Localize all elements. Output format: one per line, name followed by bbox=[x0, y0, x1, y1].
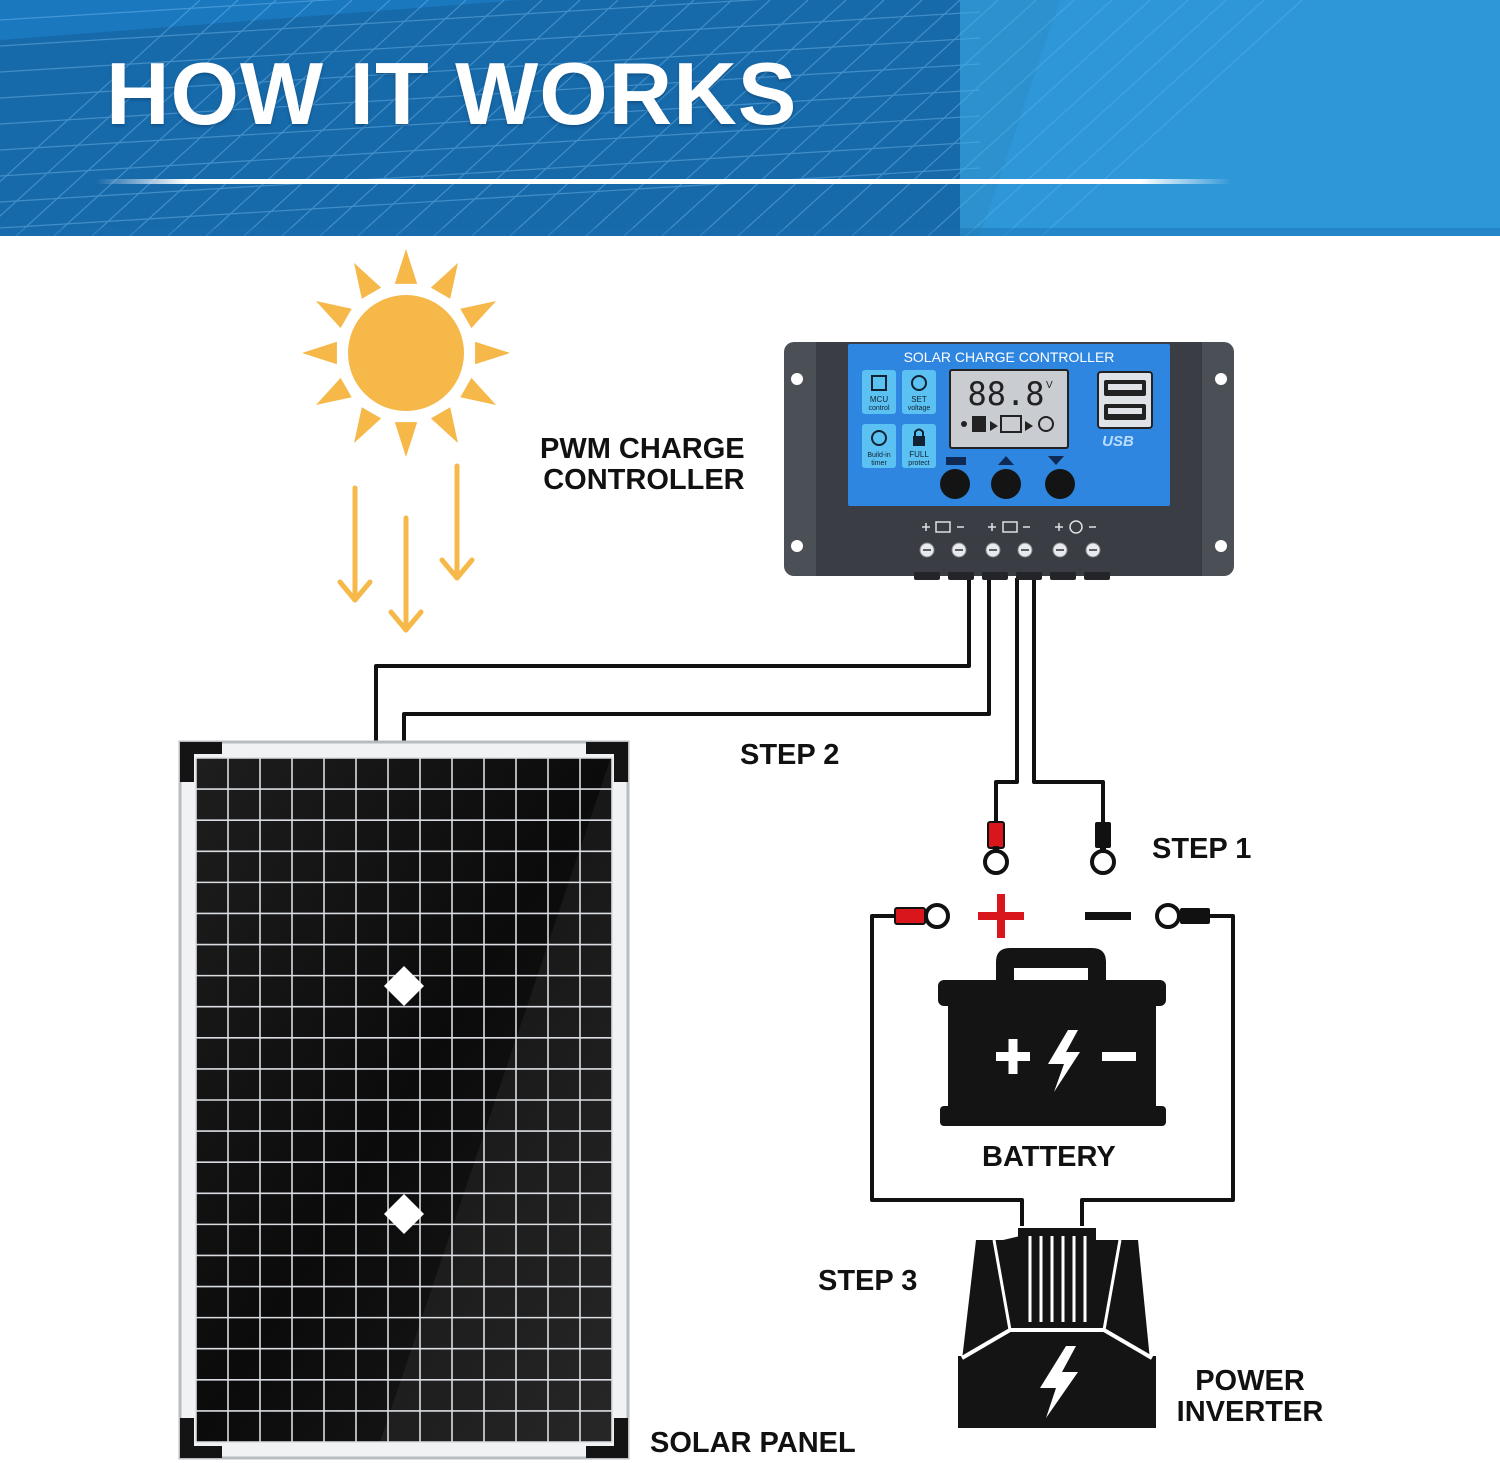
power-inverter-icon bbox=[958, 1228, 1156, 1428]
svg-text:voltage: voltage bbox=[908, 405, 931, 412]
lcd-display: 88.8 V bbox=[949, 369, 1069, 449]
svg-text:control: control bbox=[868, 405, 889, 412]
charge-controller-label: PWM CHARGE CONTROLLER bbox=[540, 434, 745, 496]
header-banner: HOW IT WORKS bbox=[0, 0, 1500, 236]
usb-logo: USB bbox=[1102, 433, 1134, 450]
build-in-timer-button: Build-in timer bbox=[862, 424, 896, 468]
set-voltage-button: SET voltage bbox=[902, 370, 936, 414]
inverter-fins bbox=[1028, 1236, 1087, 1322]
step-3-label: STEP 3 bbox=[818, 1265, 918, 1297]
control-knobs bbox=[940, 469, 1075, 499]
power-inverter-label: POWER INVERTER bbox=[1170, 1366, 1330, 1428]
sun-icon bbox=[302, 249, 510, 457]
battery-label: BATTERY bbox=[982, 1141, 1116, 1173]
lcd-unit: V bbox=[1046, 380, 1053, 391]
lcd-status-icons bbox=[961, 415, 1054, 433]
terminal-screws bbox=[919, 542, 1101, 558]
controller-battery-terminals bbox=[983, 821, 1116, 875]
inverter-wires bbox=[870, 914, 1235, 1226]
svg-text:MCU: MCU bbox=[870, 395, 888, 404]
battery-icon bbox=[938, 948, 1166, 1126]
power-inverter-label-line1: POWER bbox=[1195, 1365, 1305, 1397]
battery-side-terminals bbox=[894, 903, 1210, 929]
solar-panel-label: SOLAR PANEL bbox=[650, 1427, 856, 1459]
battery-wires bbox=[994, 578, 1105, 822]
solar-roof-backdrop bbox=[0, 0, 1500, 236]
solar-panel-wires bbox=[374, 578, 991, 742]
full-protect-button: FULL protect bbox=[902, 424, 936, 468]
svg-text:protect: protect bbox=[908, 460, 929, 467]
solar-panel bbox=[178, 740, 630, 1460]
panel-cell-grid bbox=[195, 757, 613, 1443]
lcd-voltage-readout: 88.8 bbox=[967, 375, 1044, 413]
title-underline bbox=[96, 179, 1232, 184]
power-inverter-label-line2: INVERTER bbox=[1176, 1396, 1324, 1428]
negative-icon bbox=[1085, 912, 1131, 920]
menu-icons bbox=[946, 456, 1064, 465]
charge-controller-label-line2: CONTROLLER bbox=[543, 464, 745, 496]
svg-text:Build-in: Build-in bbox=[867, 452, 890, 459]
svg-text:SET: SET bbox=[911, 395, 927, 404]
charge-controller-label-line1: PWM CHARGE bbox=[540, 433, 745, 465]
usb-ports: USB bbox=[1097, 371, 1153, 450]
page-title: HOW IT WORKS bbox=[106, 44, 798, 143]
positive-icon bbox=[978, 894, 1024, 938]
step-1-label: STEP 1 bbox=[1152, 833, 1252, 865]
svg-text:FULL: FULL bbox=[909, 450, 929, 459]
step-2-label: STEP 2 bbox=[740, 739, 840, 771]
sun-rays bbox=[302, 249, 510, 457]
controller-device-title: SOLAR CHARGE CONTROLLER bbox=[904, 349, 1115, 365]
charge-controller: SOLAR CHARGE CONTROLLER MCU control SET … bbox=[784, 342, 1234, 580]
mcu-control-button: MCU control bbox=[862, 370, 896, 414]
sunlight-arrows-icon bbox=[337, 463, 475, 633]
svg-text:timer: timer bbox=[871, 460, 887, 467]
terminal-block bbox=[914, 520, 1110, 580]
